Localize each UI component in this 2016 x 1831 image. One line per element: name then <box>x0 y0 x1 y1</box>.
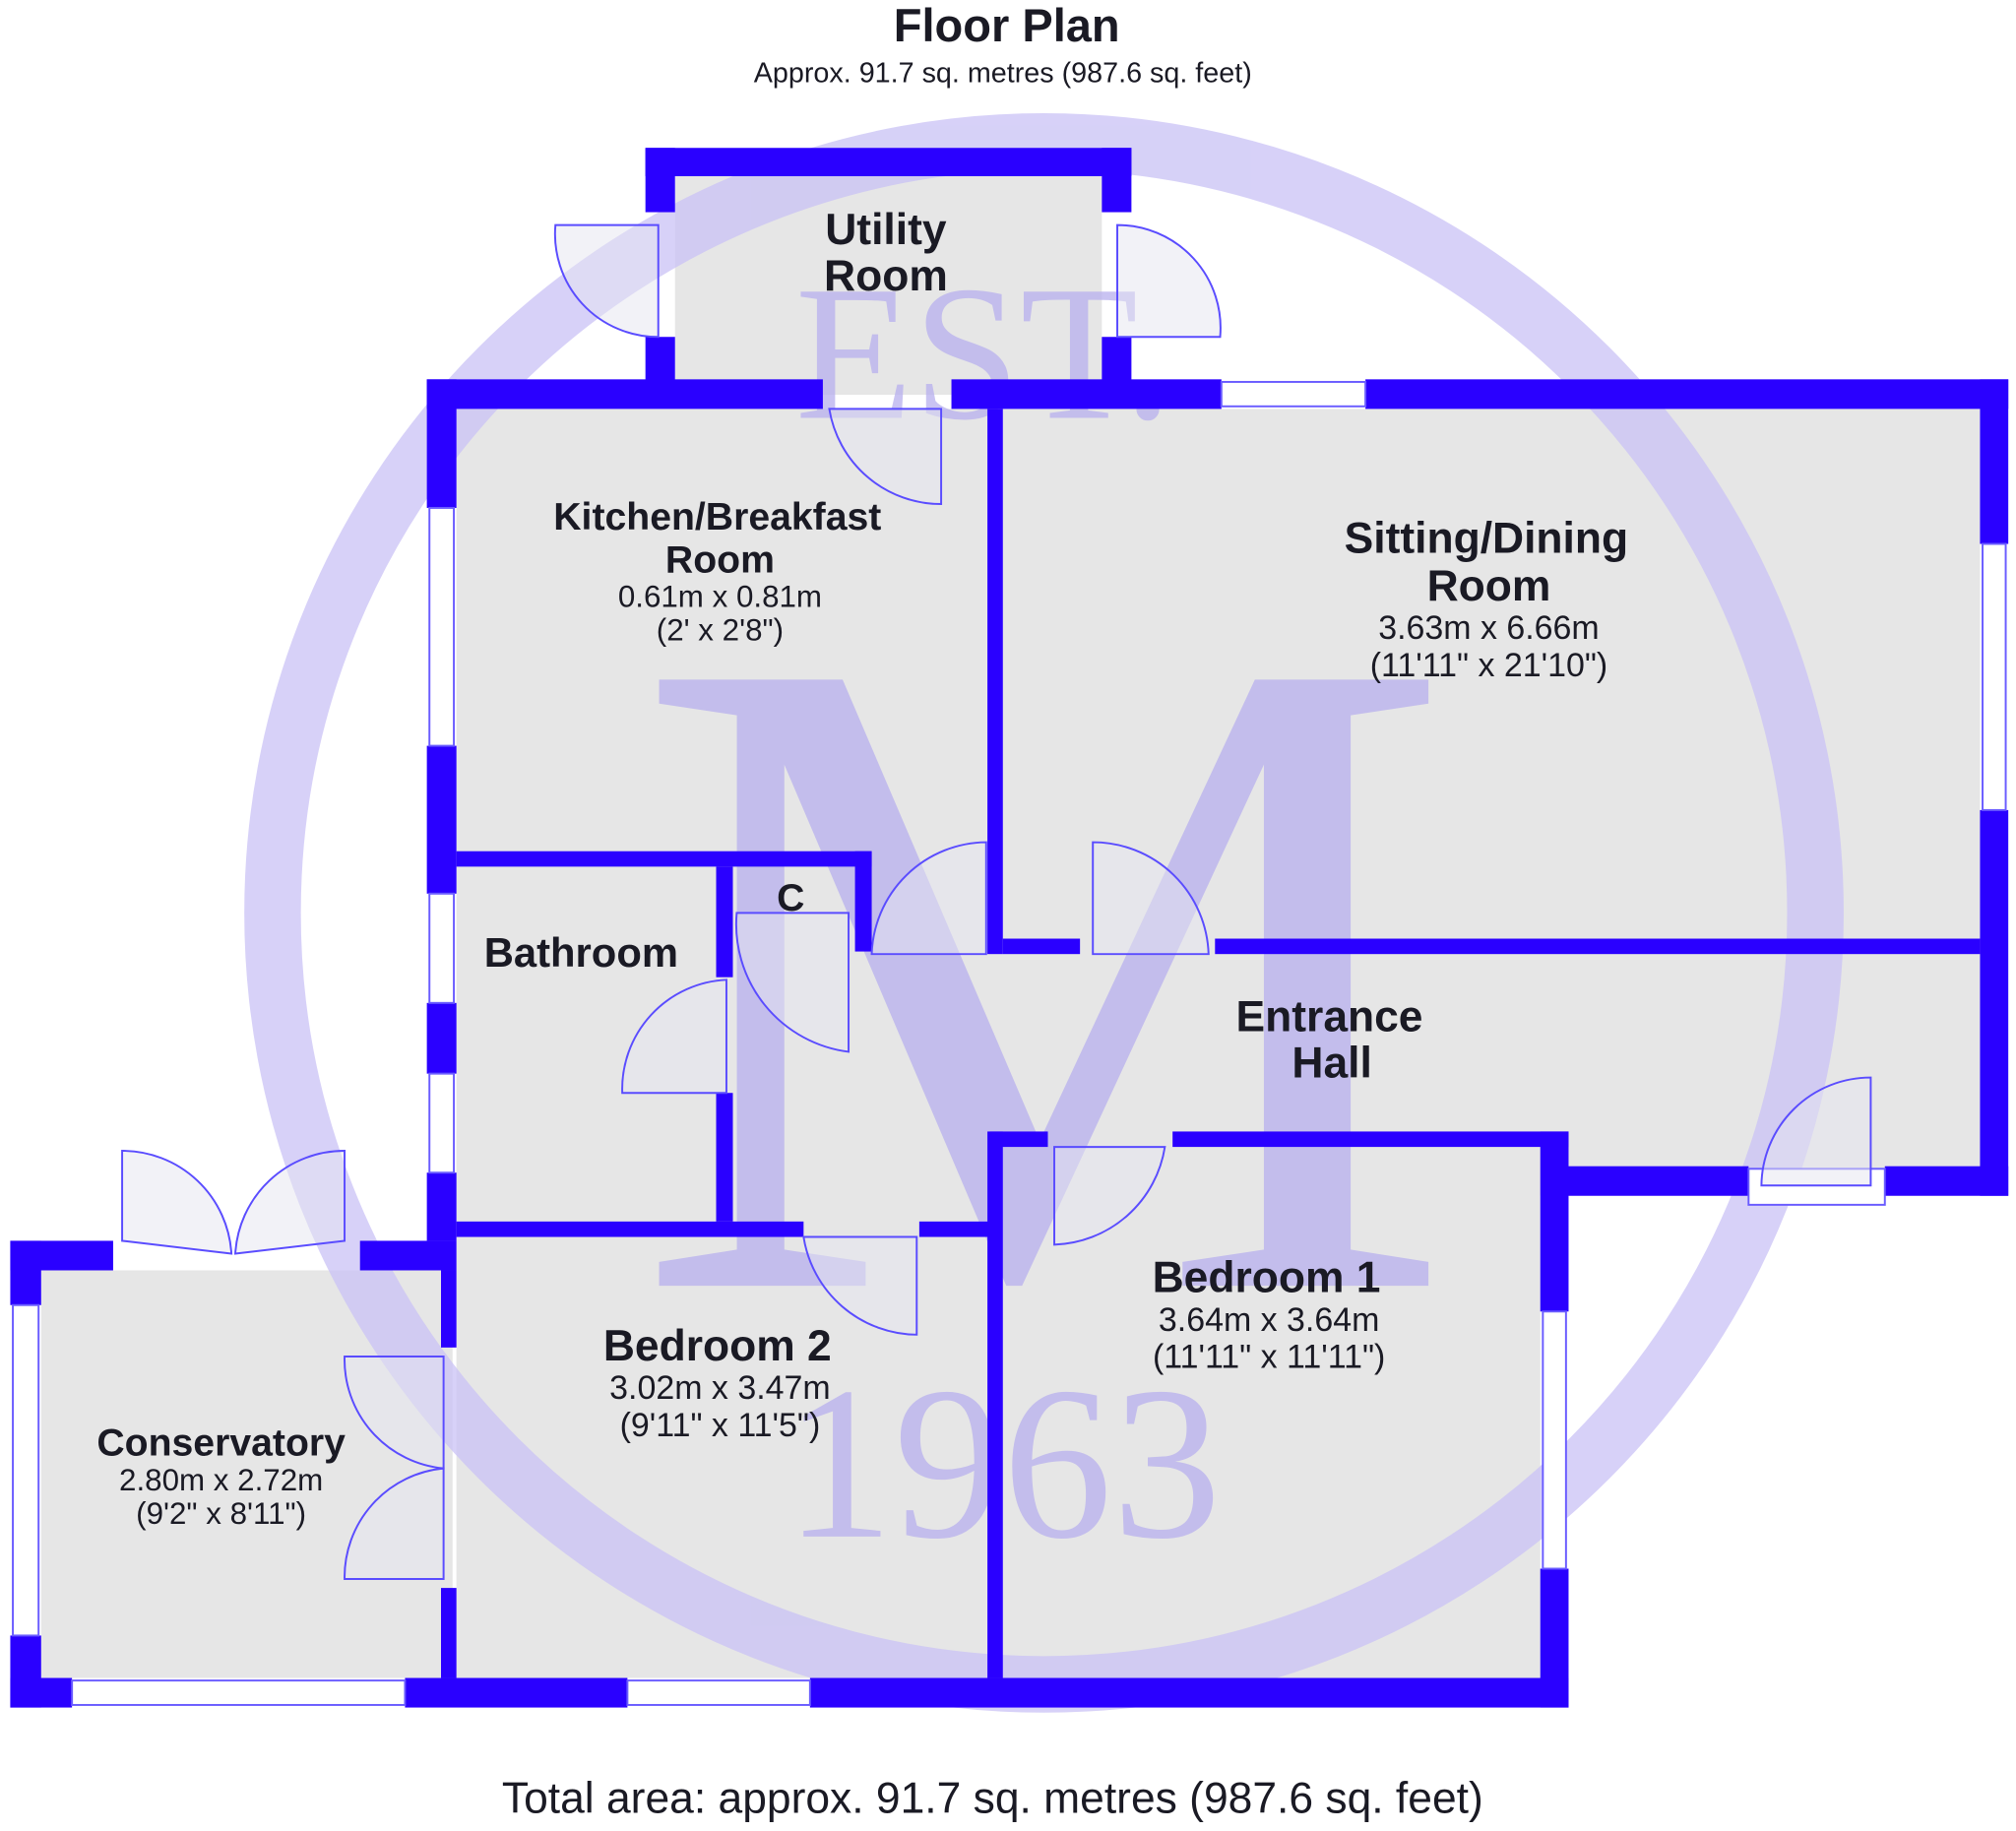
windows <box>12 380 2007 1706</box>
room-name: Bedroom 2 <box>603 1322 832 1370</box>
room-name: Entrance <box>1236 993 1423 1042</box>
room-cupboard: C <box>777 877 804 919</box>
room-name: Utility <box>825 206 947 254</box>
room-dim-metric: 3.64m x 3.64m <box>1159 1301 1379 1339</box>
total-area: Total area: approx. 91.7 sq. metres (987… <box>502 1775 1483 1823</box>
room-utility: Utility Room <box>824 206 948 300</box>
room-name: Sitting/Dining <box>1345 515 1628 563</box>
room-dim-imperial: (9'2" x 8'11") <box>136 1496 306 1531</box>
room-dim-metric: 3.02m x 3.47m <box>609 1369 830 1407</box>
room-dim-metric: 2.80m x 2.72m <box>119 1463 323 1497</box>
room-sitting: Sitting/Dining Room 3.63m x 6.66m (11'11… <box>1345 515 1628 684</box>
room-kitchen: Kitchen/Breakfast Room 0.61m x 0.81m (2'… <box>553 496 881 647</box>
room-name: Bedroom 1 <box>1153 1254 1381 1302</box>
room-name: Room <box>665 538 775 581</box>
plan-title: Floor Plan <box>894 0 1120 51</box>
walls <box>10 148 2009 1708</box>
room-dim-imperial: (9'11" x 11'5") <box>620 1407 821 1444</box>
room-name: Hall <box>1292 1040 1371 1088</box>
room-bedroom1: Bedroom 1 3.64m x 3.64m (11'11" x 11'11"… <box>1153 1254 1386 1376</box>
room-dim-imperial: (11'11" x 21'10") <box>1370 647 1607 684</box>
room-dim-imperial: (2' x 2'8") <box>657 612 784 647</box>
room-labels: Utility Room Kitchen/Breakfast Room 0.61… <box>96 206 1628 1531</box>
room-dim-metric: 0.61m x 0.81m <box>618 580 822 614</box>
doors <box>121 223 1872 1580</box>
room-dim-metric: 3.63m x 6.66m <box>1378 609 1599 647</box>
room-bedroom2: Bedroom 2 3.02m x 3.47m (9'11" x 11'5") <box>603 1322 832 1444</box>
room-name: Room <box>824 252 948 300</box>
room-hall: Entrance Hall <box>1236 993 1423 1088</box>
room-name: Conservatory <box>96 1422 346 1465</box>
plan-subtitle: Approx. 91.7 sq. metres (987.6 sq. feet) <box>754 58 1252 90</box>
room-dim-imperial: (11'11" x 11'11") <box>1153 1339 1385 1376</box>
room-bathroom: Bathroom <box>484 929 678 976</box>
room-conservatory: Conservatory 2.80m x 2.72m (9'2" x 8'11"… <box>96 1422 346 1531</box>
room-name: Room <box>1427 562 1551 610</box>
room-name: Kitchen/Breakfast <box>553 496 881 538</box>
